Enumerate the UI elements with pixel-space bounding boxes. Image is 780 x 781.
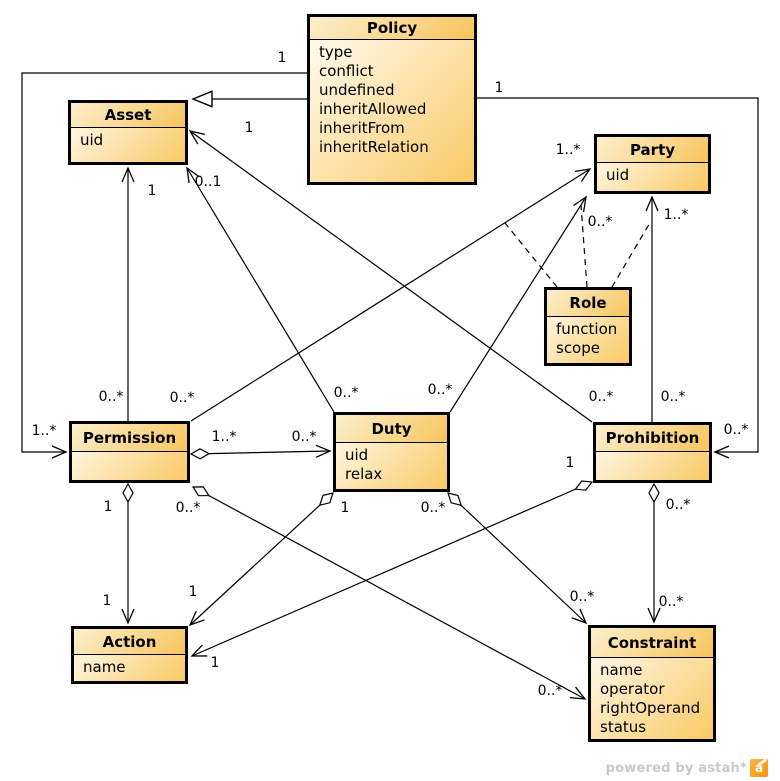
class-permission[interactable]: Permission: [69, 421, 190, 483]
multiplicity-label: 1: [102, 593, 112, 609]
class-action[interactable]: Action name: [71, 626, 188, 684]
multiplicity-label: 0..*: [658, 594, 684, 610]
multiplicity-label: 0..*: [723, 422, 749, 438]
astah-logo-icon: a: [750, 759, 768, 777]
multiplicity-label: 1: [565, 455, 575, 471]
class-permission-attributes: [72, 452, 187, 455]
multiplicity-label: 1: [340, 500, 350, 516]
multiplicity-label: 1: [494, 80, 504, 96]
multiplicity-label: 0..*: [665, 497, 691, 513]
class-action-title: Action: [74, 629, 185, 655]
class-attribute: uid: [80, 131, 104, 149]
multiplicity-label: 1..*: [211, 429, 237, 445]
multiplicity-label: 1: [244, 120, 254, 136]
edge-prohibition-action: [192, 482, 592, 656]
multiplicity-label: 1..*: [663, 207, 689, 223]
multiplicity-label: 1: [210, 655, 220, 671]
multiplicity-label: 0..1: [194, 174, 222, 190]
multiplicity-label: 0..*: [427, 382, 453, 398]
class-party-title: Party: [597, 137, 708, 163]
edge-policy-prohibition: [477, 97, 759, 459]
multiplicity-label: 0..*: [98, 389, 124, 405]
class-attribute: uid: [606, 166, 630, 184]
class-attribute: operator: [600, 680, 665, 698]
edge-permission-duty: [191, 451, 330, 454]
class-attribute: inheritRelation: [319, 138, 429, 156]
edge-role-duty-party: [580, 204, 588, 288]
multiplicity-label: 0..*: [175, 500, 201, 516]
multiplicity-label: 1: [147, 183, 157, 199]
class-attribute: function: [556, 320, 618, 338]
class-attribute: rightOperand: [600, 699, 701, 717]
multiplicity-label: 0..*: [660, 389, 686, 405]
multiplicity-label: 0..*: [169, 390, 195, 406]
edge-permission-constraint: [193, 487, 585, 699]
multiplicity-label: 1..*: [31, 423, 57, 439]
class-attribute: inheritAllowed: [319, 100, 427, 118]
edge-duty-action: [190, 493, 333, 625]
class-prohibition-attributes: [596, 452, 709, 455]
multiplicity-label: 0..*: [291, 429, 317, 445]
class-attribute: name: [600, 661, 643, 679]
class-attribute: uid: [345, 446, 369, 464]
class-role-title: Role: [547, 290, 629, 317]
edge-role-prohibition-party: [611, 220, 652, 288]
class-asset-attributes: uid: [71, 128, 185, 150]
credit-text: powered by astah*: [605, 760, 747, 776]
class-permission-title: Permission: [72, 424, 187, 452]
multiplicity-label: 0..*: [333, 385, 359, 401]
edge-duty-asset: [186, 166, 335, 413]
class-prohibition[interactable]: Prohibition: [593, 422, 712, 483]
class-policy-title: Policy: [310, 17, 474, 40]
astah-credit: powered by astah* a: [606, 759, 768, 777]
edge-policy-permission: [21, 72, 307, 459]
multiplicity-label: 0..*: [588, 389, 614, 405]
multiplicity-label: 0..*: [569, 589, 595, 605]
class-attribute: inheritFrom: [319, 119, 405, 137]
class-attribute: scope: [556, 339, 600, 357]
class-attribute: relax: [345, 465, 383, 483]
edge-permission-party: [190, 168, 592, 422]
class-duty-title: Duty: [336, 415, 447, 443]
class-attribute: status: [600, 718, 647, 736]
multiplicity-label: 1: [103, 499, 113, 515]
multiplicity-label: 0..*: [420, 500, 446, 516]
multiplicity-label: 0..*: [587, 214, 613, 230]
class-constraint-title: Constraint: [591, 628, 713, 658]
class-attribute: undefined: [319, 81, 395, 99]
class-party-attributes: uid: [597, 163, 708, 185]
class-attribute: name: [83, 658, 126, 676]
class-asset-title: Asset: [71, 103, 185, 128]
multiplicity-label: 0..*: [537, 683, 563, 699]
class-action-attributes: name: [74, 655, 185, 677]
multiplicity-label: 1: [188, 584, 198, 600]
class-asset[interactable]: Asset uid: [68, 100, 188, 165]
edge-duty-party: [449, 195, 587, 413]
edge-prohibition-asset: [188, 130, 593, 423]
class-party[interactable]: Party uid: [594, 134, 711, 194]
multiplicity-label: 1: [277, 50, 287, 66]
class-attribute: type: [319, 43, 353, 61]
edge-role-permission-party: [504, 222, 558, 288]
class-attribute: conflict: [319, 62, 374, 80]
class-prohibition-title: Prohibition: [596, 425, 709, 452]
multiplicity-label: 1..*: [555, 142, 581, 158]
edge-duty-constraint: [448, 493, 586, 623]
